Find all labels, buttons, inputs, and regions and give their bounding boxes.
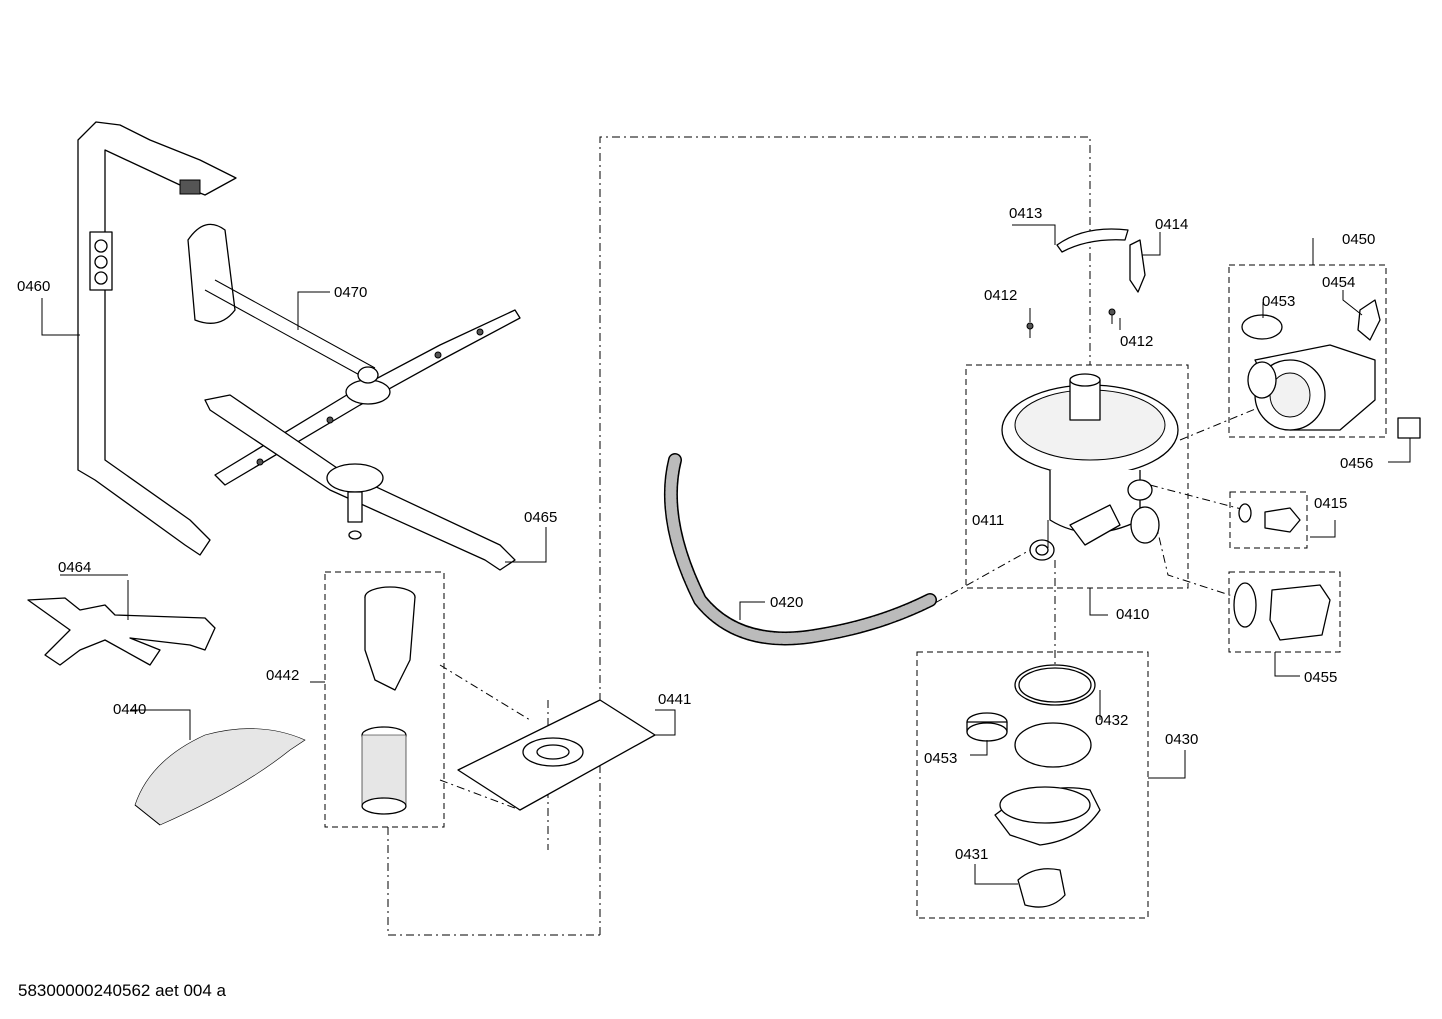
leader-lines — [41, 224, 1411, 885]
label-0442: 0442 — [266, 667, 299, 684]
label-0414: 0414 — [1155, 216, 1188, 233]
label-0455: 0455 — [1304, 669, 1337, 686]
label-0410: 0410 — [1116, 606, 1149, 623]
label-0456: 0456 — [1340, 455, 1373, 472]
label-0412-left: 0412 — [984, 287, 1017, 304]
label-0411: 0411 — [972, 512, 1004, 529]
part-0455 — [1233, 582, 1331, 641]
label-0440: 0440 — [113, 701, 146, 718]
part-0442-filter — [361, 586, 416, 815]
label-0470: 0470 — [334, 284, 367, 301]
part-0420-drain-hose — [663, 453, 937, 646]
label-0415: 0415 — [1314, 495, 1347, 512]
part-0430-group — [966, 664, 1101, 908]
part-0470-upper-spray-arm — [187, 223, 521, 486]
part-0465-lower-spray-arm — [204, 394, 516, 571]
part-0411 — [1029, 539, 1055, 561]
label-0465: 0465 — [524, 509, 557, 526]
part-0413-0414-0412 — [1026, 228, 1146, 338]
part-0440-micro-filter — [134, 728, 306, 826]
label-0460: 0460 — [17, 278, 50, 295]
label-0450: 0450 — [1342, 231, 1375, 248]
part-0410-sump — [1001, 373, 1179, 546]
group-boxes — [324, 264, 1387, 919]
part-0415 — [1238, 503, 1301, 533]
part-labels: 0460 0470 0465 0464 0442 0440 0441 0420 … — [17, 205, 1375, 863]
label-0432: 0432 — [1095, 712, 1128, 729]
label-0464: 0464 — [58, 559, 91, 576]
label-0453-bottom: 0453 — [924, 750, 957, 767]
label-0412-right: 0412 — [1120, 333, 1153, 350]
drawing-number: 58300000240562 aet 004 a — [18, 981, 226, 1000]
label-0430: 0430 — [1165, 731, 1198, 748]
part-0441-flat-filter — [457, 699, 656, 811]
label-0454: 0454 — [1322, 274, 1355, 291]
label-0453-top: 0453 — [1262, 293, 1295, 310]
label-0441: 0441 — [658, 691, 691, 708]
label-0420: 0420 — [770, 594, 803, 611]
part-0460-supply-pipe — [77, 121, 237, 556]
part-0450-heat-pump — [1241, 299, 1421, 439]
label-0431: 0431 — [955, 846, 988, 863]
label-0413: 0413 — [1009, 205, 1042, 222]
part-0464-cross — [27, 597, 216, 666]
